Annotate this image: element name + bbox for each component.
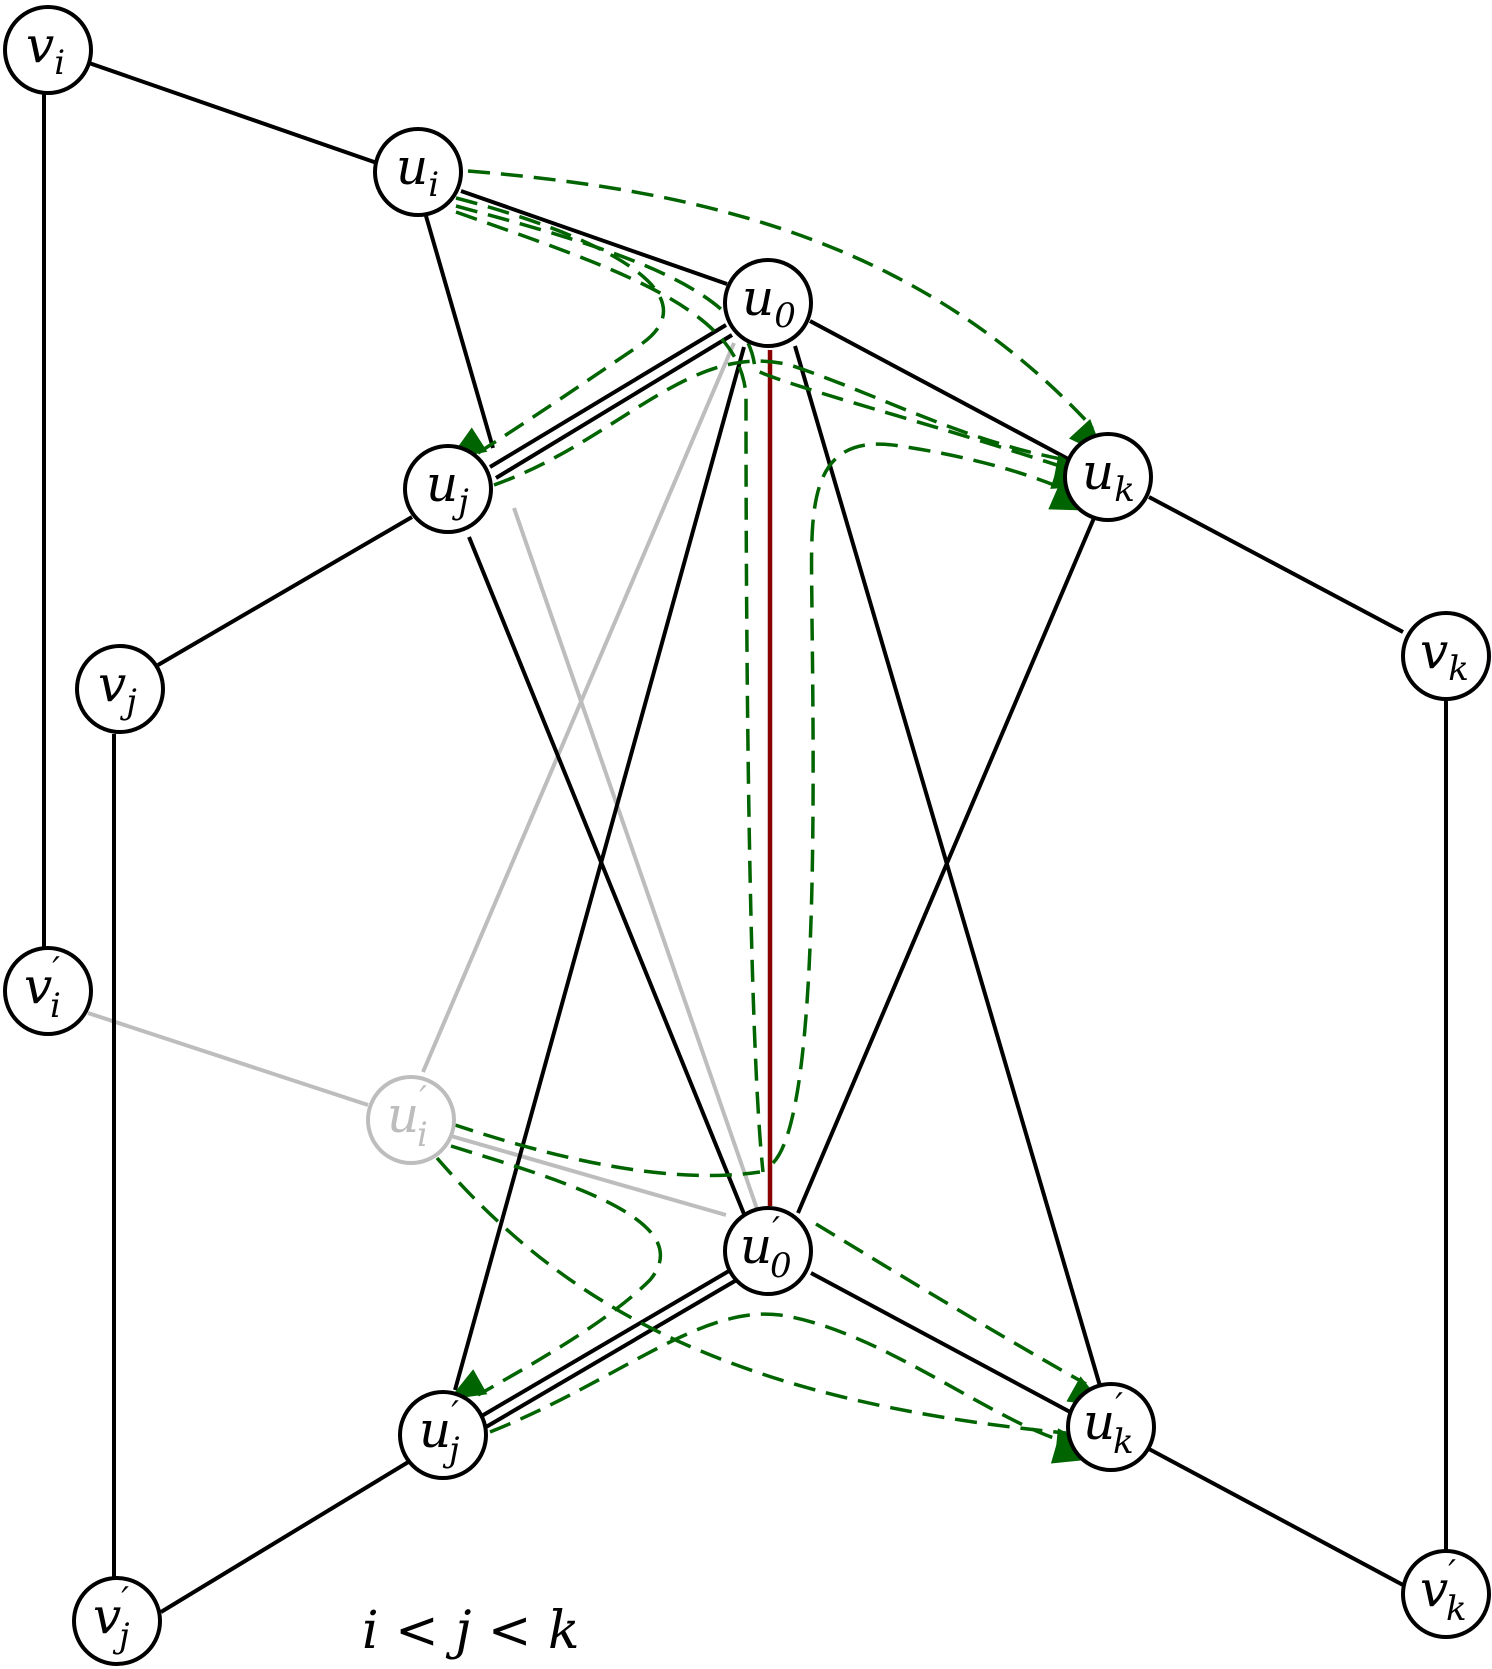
node-uj: uj xyxy=(403,444,493,534)
index-condition: i < j < k xyxy=(362,1601,580,1661)
edge-uj-u0-prime xyxy=(512,507,759,1210)
node-uk: uk xyxy=(1063,432,1153,522)
edge-vi-prime-ui-prime xyxy=(87,1011,369,1107)
arc-uj-uk xyxy=(493,359,1092,487)
arc-ui-prime-u0-prime xyxy=(451,1122,761,1178)
svg-text:uj: uj xyxy=(426,455,469,522)
svg-text:ui: ui xyxy=(396,138,439,205)
svg-text:vj: vj xyxy=(98,655,137,722)
arc-ui-uk-lower xyxy=(455,204,1089,489)
node-u0: u0 xyxy=(723,258,813,348)
edge-uk-u0-prime xyxy=(796,517,1096,1214)
arc-ui-prime-uj-prime xyxy=(448,1144,663,1400)
arc-uj-prime-uk-prime xyxy=(489,1312,1090,1464)
svg-text:v′k: v′k xyxy=(1420,1553,1467,1629)
svg-text:vk: vk xyxy=(1420,622,1469,689)
svg-text:u′k: u′k xyxy=(1083,1386,1134,1462)
node-vi-prime: v′i xyxy=(3,946,93,1036)
arc-u0-prime-uk-prime-direct xyxy=(815,1222,1105,1407)
arc-ui-uk xyxy=(467,169,1104,456)
node-uj-prime: u′j xyxy=(398,1390,488,1480)
node-vj: vj xyxy=(75,644,165,734)
edge-u0-prime-uj-prime-b xyxy=(484,1276,742,1429)
node-u0-prime: u′0 xyxy=(723,1206,813,1296)
edge-u0-uj-b xyxy=(494,333,734,480)
nodes: vi ui u0 uj uk vj vk v′i xyxy=(3,5,1491,1666)
edge-u0-uj-prime xyxy=(453,346,746,1391)
edge-ui-prime-u0-prime xyxy=(450,1134,727,1217)
svg-text:uk: uk xyxy=(1082,443,1135,510)
edge-vi-ui xyxy=(88,61,378,165)
svg-text:v′j: v′j xyxy=(93,1580,130,1656)
svg-text:v′i: v′i xyxy=(24,950,61,1026)
black-edges xyxy=(42,61,1448,1614)
node-vi: vi xyxy=(3,5,93,95)
faded-edges xyxy=(87,342,759,1217)
edge-uj-prime-vj-prime xyxy=(159,1459,412,1614)
node-vk-prime: v′k xyxy=(1401,1549,1491,1639)
edge-ui-u0 xyxy=(460,189,728,286)
edge-u0-prime-uj-prime-a xyxy=(478,1266,736,1419)
edge-uj-vj xyxy=(156,515,414,667)
svg-text:u′i: u′i xyxy=(387,1079,428,1155)
edge-uj-u0-prime xyxy=(467,536,746,1215)
edge-ui-prime-u0 xyxy=(421,342,736,1073)
arc-ui-uj xyxy=(449,196,666,460)
node-vk: vk xyxy=(1401,611,1491,701)
node-vj-prime: v′j xyxy=(72,1576,162,1666)
arc-ui-prime-uk-prime xyxy=(435,1156,1093,1457)
edge-uk-prime-vk-prime xyxy=(1148,1447,1404,1587)
node-uk-prime: u′k xyxy=(1066,1382,1156,1472)
node-ui-prime: u′i xyxy=(366,1075,456,1165)
edge-u0-prime-uk-prime xyxy=(810,1271,1073,1415)
arc-u0-prime-uk xyxy=(771,442,1088,1165)
edge-u0-uk xyxy=(809,319,1073,463)
edge-uk-vk xyxy=(1148,495,1404,634)
svg-text:u′0: u′0 xyxy=(740,1210,792,1286)
node-ui: ui xyxy=(373,127,463,217)
svg-text:u′j: u′j xyxy=(419,1394,460,1470)
edge-ui-uj xyxy=(424,215,495,449)
edge-u0-uj-a xyxy=(488,323,728,469)
dashed-arcs xyxy=(435,169,1105,1464)
svg-text:u0: u0 xyxy=(742,269,796,336)
arc-ui-u0-prime xyxy=(455,210,765,1173)
svg-text:vi: vi xyxy=(26,16,65,83)
